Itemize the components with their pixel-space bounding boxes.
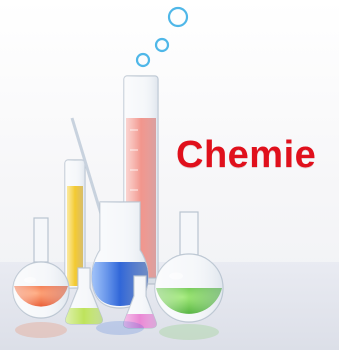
page-title: Chemie [176,134,317,176]
round-flask-icon [12,217,70,319]
bubble-icon [154,37,170,53]
erlenmeyer-flask-icon [65,267,103,325]
test-tube-icon [64,159,86,289]
bubble-icon [167,6,189,28]
round-flask-icon [154,211,224,323]
erlenmeyer-flask-icon [123,275,157,329]
bubble-icon [135,52,151,68]
reflections [15,321,219,340]
